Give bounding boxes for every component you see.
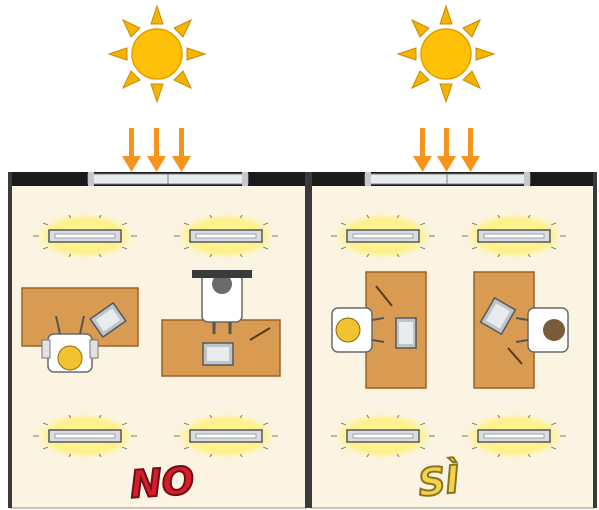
sun-icon-left xyxy=(107,4,207,104)
wall-outer-left xyxy=(8,172,12,508)
light-arrow-icon xyxy=(437,128,456,172)
person-icon xyxy=(515,307,569,353)
label-si: SÌ xyxy=(416,457,462,505)
light-arrow-icon xyxy=(122,128,141,172)
light-arrow-icon xyxy=(172,128,191,172)
label-no: NO xyxy=(129,458,196,506)
light-arrow-icon xyxy=(413,128,432,172)
person-icon xyxy=(41,315,99,373)
monitor-icon xyxy=(89,301,127,339)
wall-left xyxy=(8,172,308,186)
person-icon xyxy=(331,307,385,353)
light-arrow-icon xyxy=(461,128,480,172)
ceiling-lights xyxy=(33,212,566,460)
person-icon xyxy=(192,270,252,334)
ceiling-light-icon xyxy=(174,412,278,460)
ceiling-light-icon xyxy=(462,212,566,260)
wall-outer-right xyxy=(593,172,597,508)
monitor-icon xyxy=(395,317,417,349)
light-arrow-icon-group-right xyxy=(413,128,480,172)
monitor-icon xyxy=(479,296,517,336)
monitor-icon xyxy=(202,342,234,366)
ceiling-light-icon xyxy=(33,412,137,460)
desk-icon xyxy=(473,271,535,389)
ceiling-light-icon xyxy=(331,412,435,460)
light-arrow-icon xyxy=(147,128,166,172)
light-arrow-icon-group-left xyxy=(122,128,191,172)
wall-right xyxy=(309,172,597,186)
ceiling-light-icon xyxy=(462,412,566,460)
ceiling-light-icon xyxy=(174,212,278,260)
sun-icon-right xyxy=(396,4,496,104)
wall-divider xyxy=(305,172,312,508)
ceiling-light-icon xyxy=(331,212,435,260)
ceiling-light-icon xyxy=(33,212,137,260)
